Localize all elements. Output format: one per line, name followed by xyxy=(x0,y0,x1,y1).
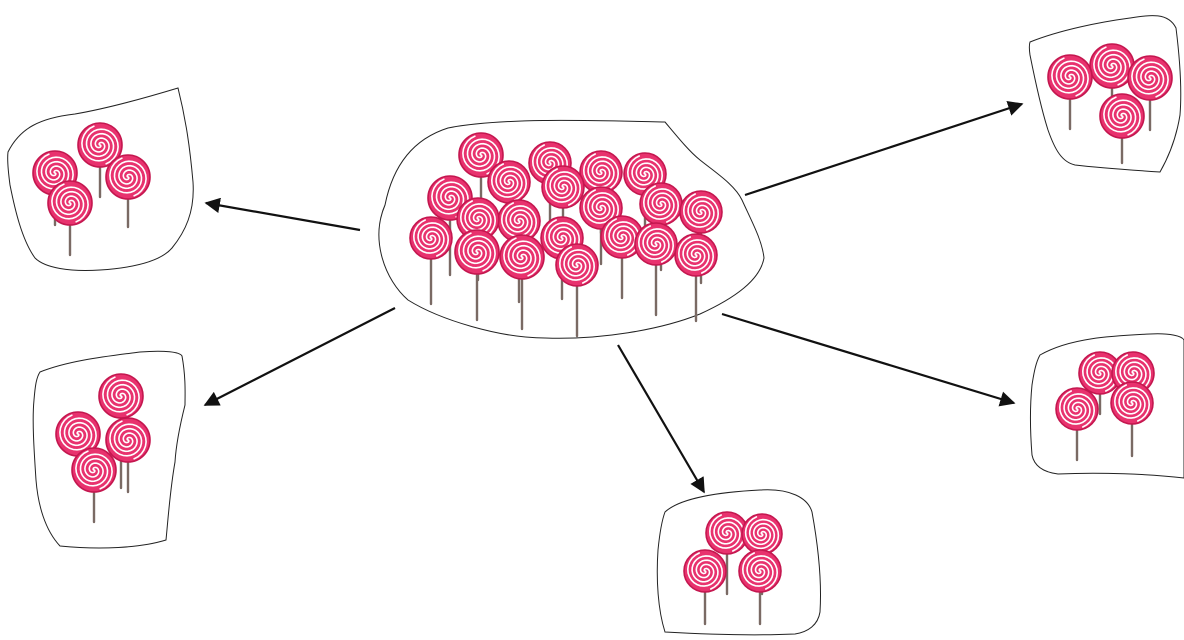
group-right xyxy=(1031,334,1184,478)
patch-outline-bottom-center xyxy=(657,490,820,635)
group-top-right xyxy=(1029,16,1181,172)
group-bottom-center xyxy=(657,490,820,635)
arrow-to-top-left xyxy=(206,203,360,230)
arrow-to-top-right xyxy=(745,104,1022,195)
central-group xyxy=(379,120,764,338)
arrow-to-bottom-center xyxy=(618,345,704,492)
arrow-to-mid-left xyxy=(205,308,395,405)
arrow-to-right xyxy=(722,314,1014,403)
group-top-left xyxy=(8,88,194,271)
group-mid-left xyxy=(33,351,185,548)
